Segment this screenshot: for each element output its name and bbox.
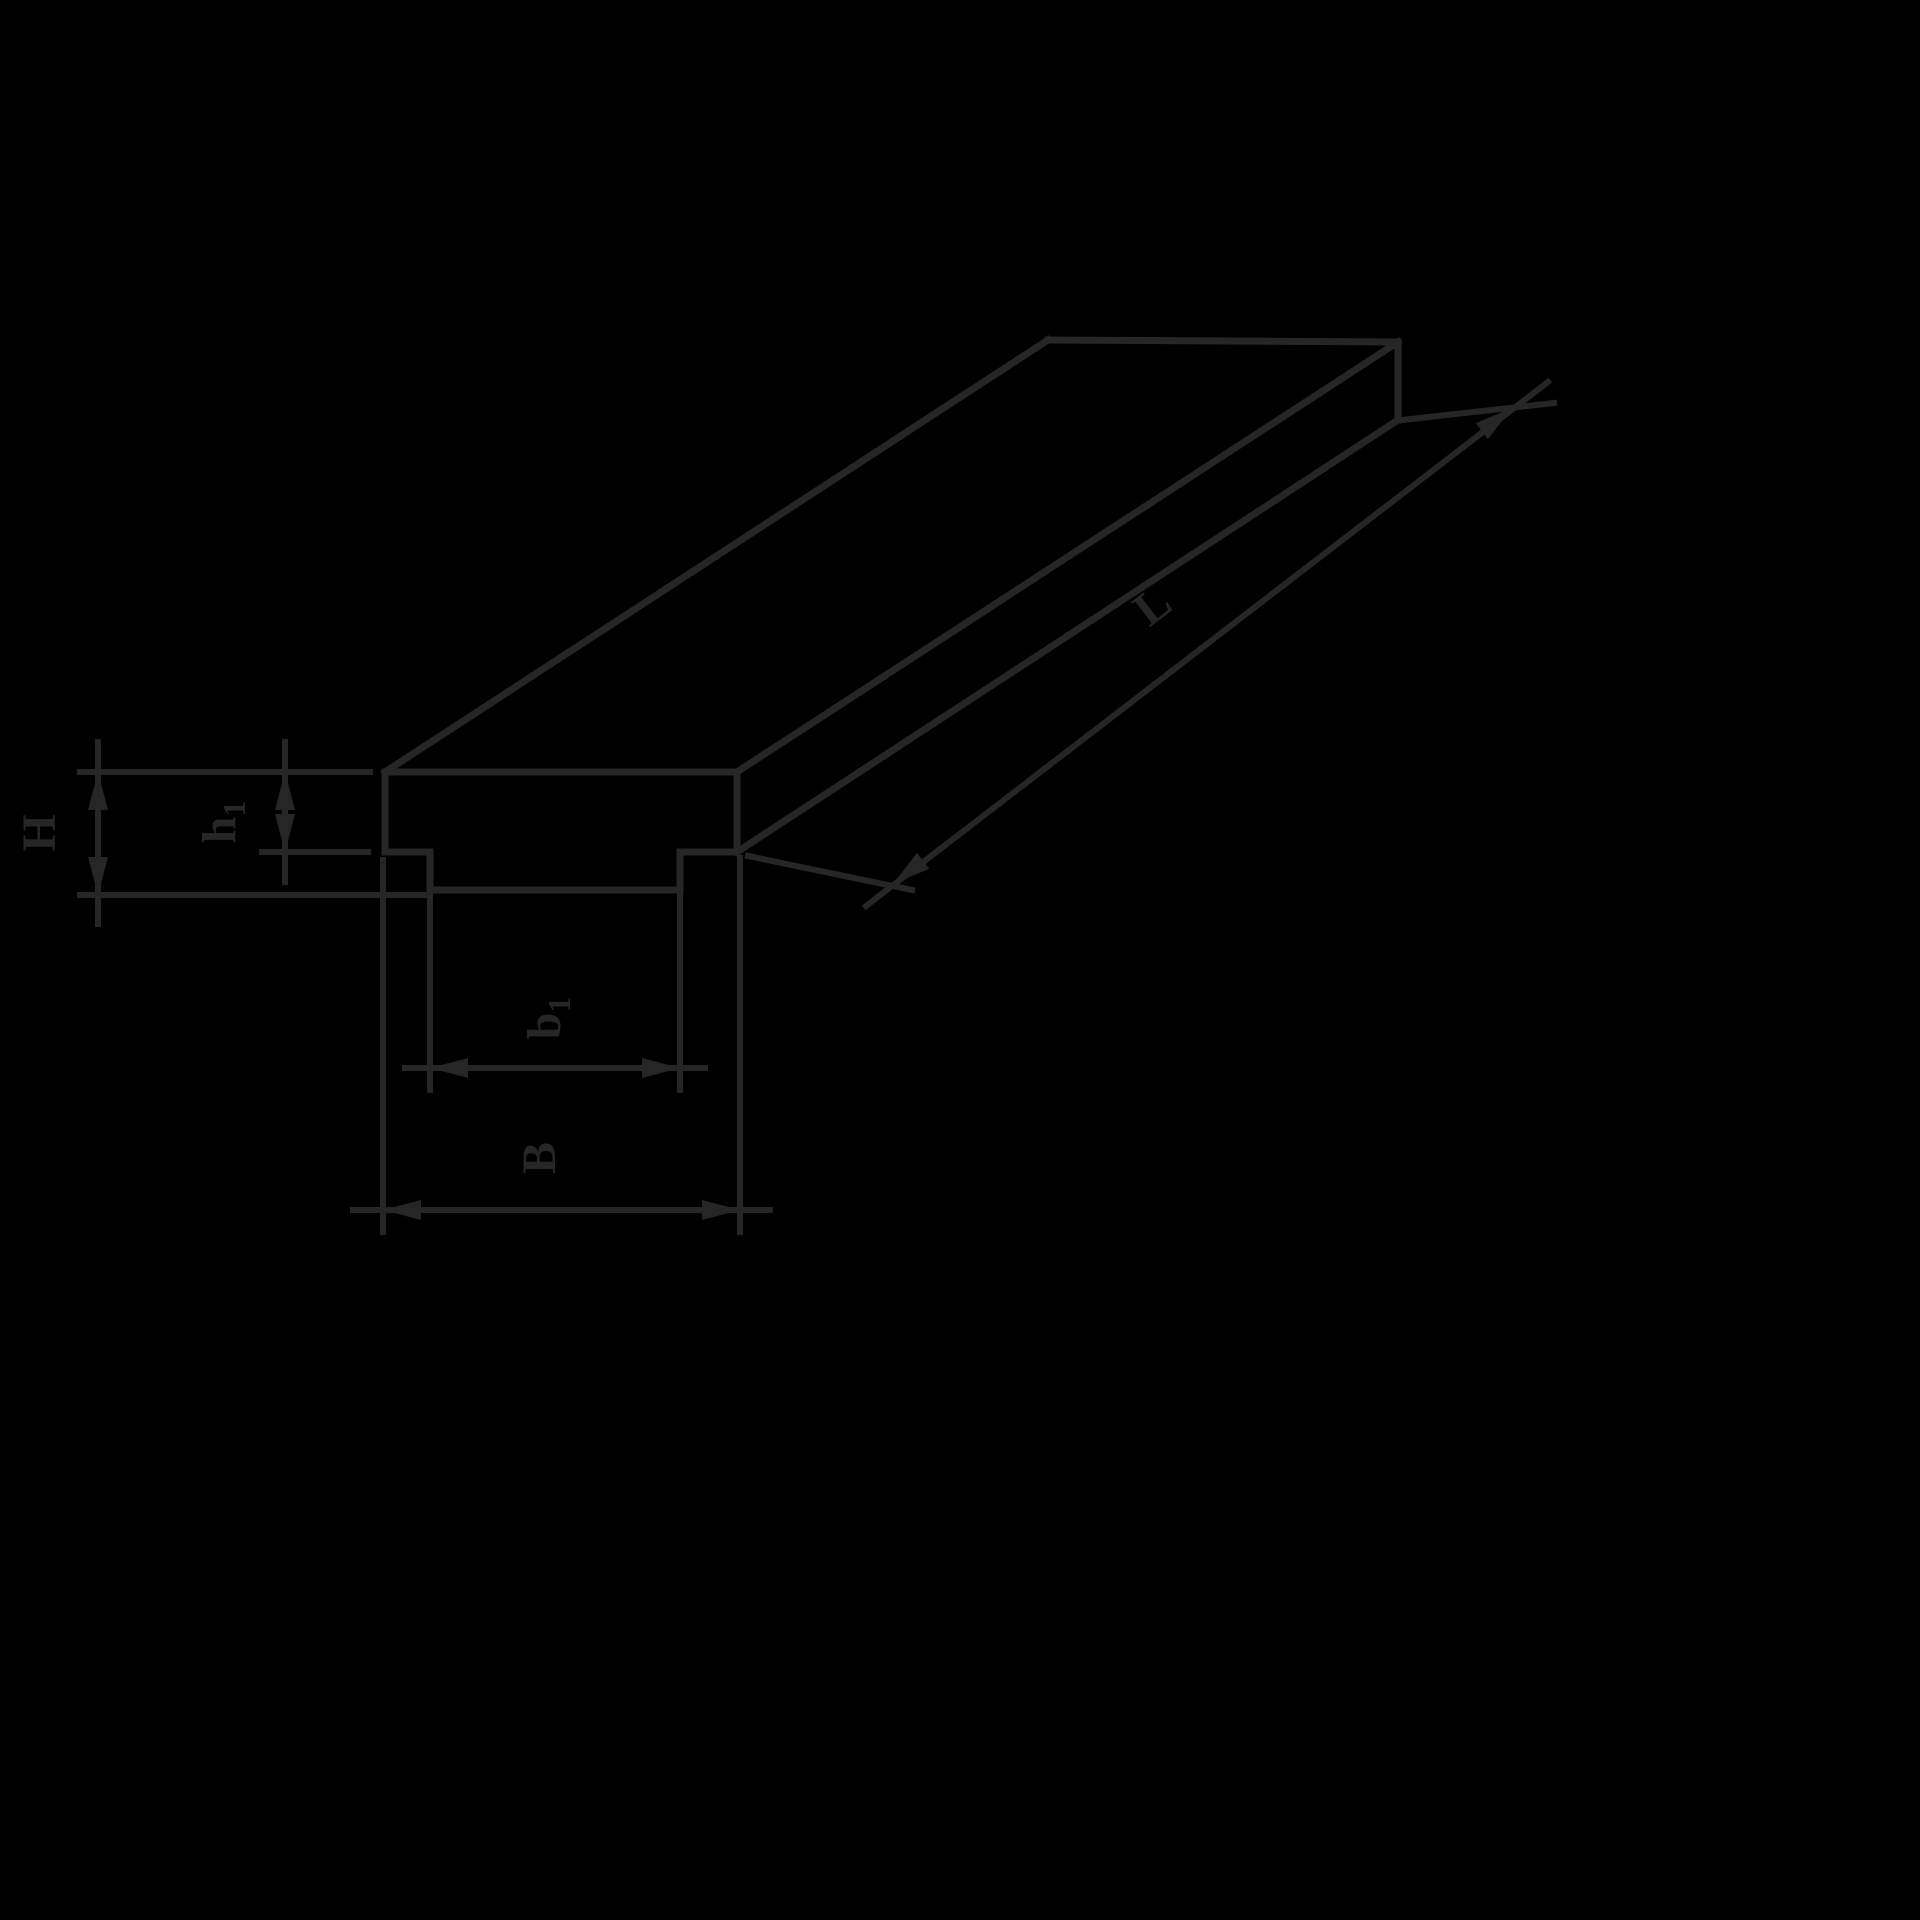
dim-label-b1-subscript: 1 [541,997,577,1013]
arrow-L-near [893,852,930,884]
arrow-b1-left [430,1058,468,1078]
dim-label-h1: h1 [193,801,252,844]
dim-line-L [861,377,1553,911]
arrow-b1-right [642,1058,680,1078]
beam-far-top-edge [1044,336,1402,346]
arrow-H-bottom [88,857,108,895]
dim-label-h1-main: h [193,817,246,844]
arrow-h1-top [275,772,295,810]
beam-top-left-edge [380,335,1053,777]
beam-top-right-edge [732,337,1403,777]
dim-label-b1: b1 [518,997,577,1040]
arrow-H-top [88,772,108,810]
ext-line-length-near [744,852,916,894]
beam-bottom-right-edge [732,415,1403,857]
beam-outline [380,335,1403,894]
dim-label-h1-subscript: 1 [216,801,252,817]
ext-line-length-far [1398,399,1558,424]
dim-label-B: B [513,1142,566,1174]
dim-label-H: H [13,814,66,851]
arrow-B-left [383,1200,421,1220]
arrowheads [88,408,1512,1220]
arrow-L-far [1475,408,1512,440]
dim-label-b1-main: b [518,1013,571,1040]
arrow-B-right [702,1200,740,1220]
arrow-h1-bottom [275,814,295,852]
